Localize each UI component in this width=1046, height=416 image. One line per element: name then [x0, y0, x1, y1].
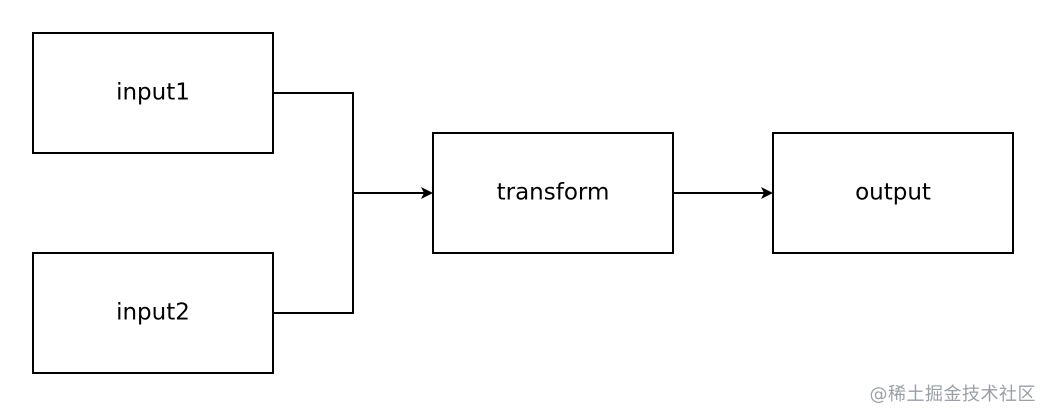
- node-input1-label: input1: [116, 80, 190, 106]
- edge-input1-to-transform: [273, 92, 433, 199]
- node-transform: transform: [432, 132, 674, 254]
- watermark-text: @稀土掘金技术社区: [869, 384, 1036, 405]
- node-input1: input1: [32, 32, 274, 154]
- node-input2-label: input2: [116, 300, 190, 326]
- node-transform-label: transform: [497, 180, 610, 206]
- node-input2: input2: [32, 252, 274, 374]
- node-output-label: output: [855, 180, 931, 206]
- edge-input2-to-transform: [273, 193, 354, 314]
- node-output: output: [772, 132, 1014, 254]
